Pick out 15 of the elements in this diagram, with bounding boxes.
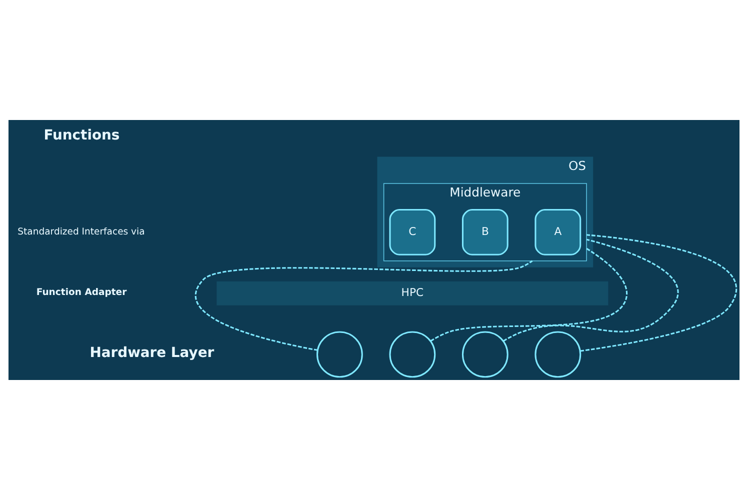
- connector: [580, 234, 737, 352]
- label: Hardware Layer: [90, 344, 214, 361]
- node-circle: [534, 330, 582, 378]
- node-circle: [389, 330, 436, 378]
- connector: [195, 260, 533, 350]
- node-circle: [316, 330, 363, 378]
- connector: [430, 247, 628, 342]
- node-box: C: [389, 208, 436, 255]
- node-box: B: [462, 208, 508, 255]
- label: Function Adapter: [36, 286, 127, 298]
- label: Standardized Interfaces via: [18, 226, 145, 238]
- node-box: A: [534, 208, 582, 255]
- label: Functions: [44, 127, 120, 144]
- connector: [502, 238, 679, 342]
- node-circle: [462, 330, 508, 378]
